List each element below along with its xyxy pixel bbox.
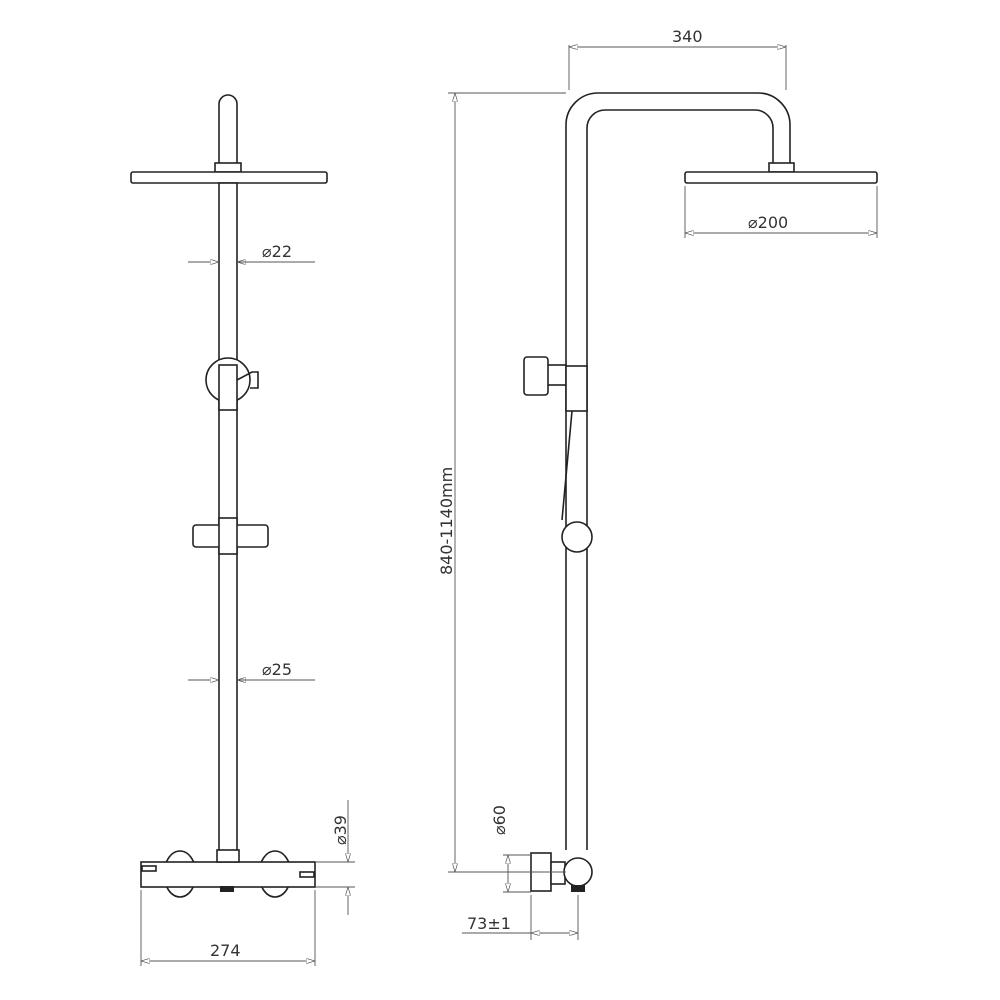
dim-flange-diameter: ⌀60 [490, 805, 509, 835]
side-arm-inner [586, 109, 774, 850]
mixer-end-cap-left [141, 865, 157, 872]
mixer-end-cap-right [299, 871, 315, 878]
side-mixer-body [563, 857, 593, 887]
side-shower-head [684, 171, 878, 184]
front-shower-head [130, 171, 328, 184]
dim-arm-reach: 340 [672, 27, 703, 46]
dim-head-diameter: ⌀200 [748, 213, 788, 232]
head-connector [214, 162, 242, 173]
side-view: 340 ⌀200 840-1140mm ⌀60 73±1 [437, 27, 878, 940]
slider-clamp [218, 517, 238, 555]
side-head-connector [768, 162, 795, 173]
mixer-riser-nut [216, 849, 240, 863]
dim-height-range: 840-1140mm [437, 467, 456, 575]
hose [561, 410, 573, 521]
flange-nut [550, 861, 566, 885]
thermostatic-mixer-body [140, 861, 316, 888]
dim-lower-pipe-diameter: ⌀25 [262, 660, 292, 679]
dim-mixer-diameter: ⌀39 [331, 815, 350, 845]
dim-upper-pipe-diameter: ⌀22 [262, 242, 292, 261]
bracket-sleeve [218, 364, 238, 411]
mixer-outlet [220, 886, 234, 892]
diverter-handle [523, 356, 549, 396]
bracket-lever [236, 371, 259, 389]
front-arm [218, 94, 238, 165]
dim-wall-offset: 73±1 [467, 914, 511, 933]
diverter-body [565, 365, 588, 412]
dim-mixer-width: 274 [210, 941, 241, 960]
side-arm-outer [565, 92, 791, 850]
slider-ring [561, 521, 593, 553]
front-view: ⌀22 ⌀25 ⌀39 274 [130, 94, 355, 966]
side-mixer-outlet [571, 885, 585, 892]
